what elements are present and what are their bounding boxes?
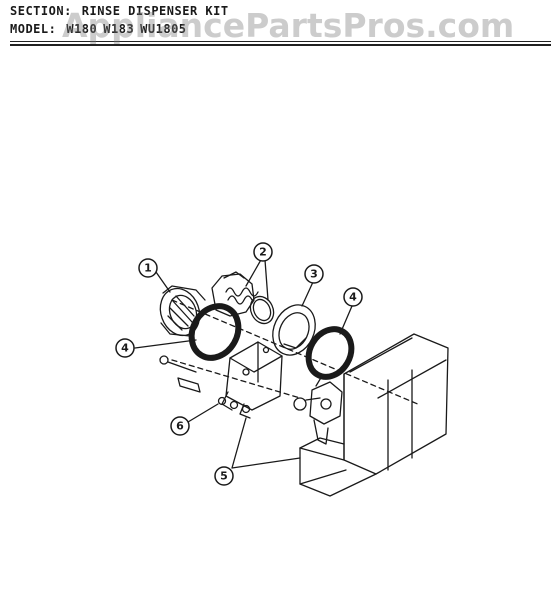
model-header: MODEL: W180 W183 WU1805 [10, 22, 193, 36]
gasket-part [305, 326, 355, 380]
callout-circle [343, 287, 363, 307]
header-rule [10, 41, 551, 42]
callout-number: 4 [349, 291, 357, 304]
section-title: RINSE DISPENSER KIT [81, 4, 229, 18]
callout-circle [304, 264, 324, 284]
dispenser-housing-part [299, 333, 449, 497]
assembly-axis [171, 299, 421, 406]
watermark: AppliancePartsPros.com [62, 6, 515, 45]
model-number: W183 [103, 22, 135, 36]
callout-number: 1 [144, 262, 152, 275]
callout-number: 6 [176, 420, 184, 433]
callout-number: 4 [121, 342, 129, 355]
leader-line [134, 339, 197, 349]
callout-number: 3 [310, 268, 318, 281]
leader-line [231, 417, 301, 469]
valve-assembly-part [293, 375, 343, 445]
callout-circle [115, 338, 135, 358]
leader-line [339, 305, 353, 335]
callout-circle [170, 416, 190, 436]
leader-line [301, 281, 314, 307]
model-number: WU1805 [140, 22, 187, 36]
header-rule [10, 44, 551, 46]
section-label: SECTION: [10, 4, 72, 18]
callout-circle [138, 258, 158, 278]
callout-number: 5 [220, 470, 228, 483]
model-label: MODEL: [10, 22, 57, 36]
dispenser-cap-part [159, 285, 206, 337]
spring-oring-part [211, 271, 275, 325]
leader-line [187, 403, 219, 423]
model-number: W180 [66, 22, 98, 36]
leader-line [155, 271, 171, 293]
ring-seal-part [272, 304, 316, 356]
section-header: SECTION: RINSE DISPENSER KIT [10, 4, 229, 18]
actuator-bracket-part [221, 341, 283, 419]
callout-number: 2 [259, 246, 267, 259]
screw-axis [171, 359, 301, 399]
callout-circle [214, 466, 234, 486]
gasket-part [188, 303, 242, 361]
screw-part [159, 355, 251, 414]
leader-line [245, 257, 269, 301]
callout-circle [253, 242, 273, 262]
